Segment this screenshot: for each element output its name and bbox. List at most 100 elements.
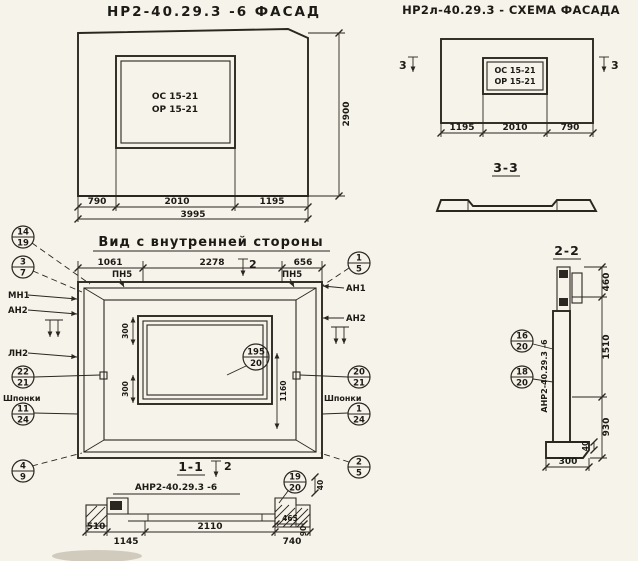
svg-text:21: 21 [353, 379, 365, 389]
interior-dim-top-left: 1061 [97, 258, 122, 268]
schema-window-mark-1: ОС 15-21 [494, 66, 535, 75]
svg-text:7: 7 [20, 269, 26, 279]
callout-195-20: 195 20 [242, 343, 270, 371]
scan-smudge [52, 550, 142, 561]
schema-dim-window: 2010 [502, 123, 527, 133]
section-3-3-title: 3-3 [493, 160, 519, 175]
callout-18-20: 18 20 [510, 365, 534, 389]
svg-text:16: 16 [516, 332, 528, 342]
facade-window-mark-2: ОР 15-21 [152, 105, 198, 115]
schema-dim-left: 1195 [449, 123, 474, 133]
svg-text:1: 1 [356, 405, 362, 415]
section-2-2-dim-930: 930 [602, 418, 612, 437]
facade-window-frame [120, 60, 231, 144]
interior-dim-top-mid: 2278 [199, 258, 224, 268]
svg-text:1: 1 [356, 254, 362, 264]
section-2-cut-marker-top: 2 [238, 258, 257, 276]
interior-window-frame-inner [146, 324, 264, 396]
facade-title: НР2-40.29.3 -6 ФАСАД [107, 4, 321, 20]
facade-dimension-lines [74, 29, 345, 223]
callout-1-5: 1 5 [347, 251, 371, 275]
section-1-cut-marker-right [331, 326, 349, 344]
facade-window-mark-1: ОС 15-21 [152, 92, 198, 102]
facade-dim-right: 1195 [259, 197, 284, 207]
dowel-key-left [99, 371, 108, 380]
label-shponki-right: Шпонки [324, 394, 361, 403]
svg-text:195: 195 [247, 348, 265, 358]
section-1-1-dim-90: 90 [299, 526, 308, 536]
callout-22-21: 22 21 [11, 365, 35, 389]
schema-section-marker-left: 3 [399, 56, 418, 72]
svg-text:18: 18 [516, 368, 528, 378]
callout-20-21: 20 21 [347, 365, 371, 389]
svg-text:19: 19 [17, 239, 29, 249]
svg-text:5: 5 [356, 265, 362, 275]
svg-text:11: 11 [17, 405, 29, 415]
section-2-2-panel-body [552, 310, 571, 443]
section-2-2-dim-300: 300 [559, 457, 578, 467]
svg-text:21: 21 [17, 379, 29, 389]
dowel-key-right [292, 371, 301, 380]
section-1-1-dim-40 [311, 473, 319, 497]
section-2-2-dimensions [542, 263, 607, 471]
interior-panel-frame [83, 287, 317, 453]
schema-panel-outline [440, 38, 594, 124]
schema-window-mark-2: ОР 15-21 [494, 77, 535, 86]
schema-section-marker-right: 3 [599, 56, 619, 72]
schema-title: НР2л-40.29.3 - СХЕМА ФАСАДА [402, 3, 620, 17]
section-2-2-dim-460: 460 [602, 273, 612, 292]
section-1-1-dim-510: 510 [87, 522, 106, 532]
label-an1: АН1 [346, 284, 366, 294]
label-an2-left: АН2 [8, 306, 28, 316]
schema-dimension-lines [437, 94, 597, 137]
section-1-1-label: АНР2-40.29.3 -6 [135, 483, 217, 493]
callout-19-20: 19 20 [283, 470, 307, 494]
facade-drawing: НР2-40.29.3 -6 ФАСАД ОС 15-21 ОР 15-21 7… [74, 4, 352, 223]
schema-dim-right: 790 [561, 123, 580, 133]
interior-window-opening [137, 315, 273, 405]
section-2-cut-marker-bottom: 2 [211, 460, 232, 477]
section-2-2-base [545, 441, 590, 459]
svg-text:20: 20 [289, 484, 301, 494]
schema-window-opening [482, 57, 548, 95]
svg-text:20: 20 [353, 368, 365, 378]
section-2-2-window-unit [556, 266, 583, 312]
section-1-1-dim-40-text: 40 [316, 480, 325, 490]
label-pn5-left: ПН5 [112, 270, 132, 280]
svg-text:24: 24 [17, 416, 29, 426]
section-2-2: 2-2 АНР2-40.29.3 -6 16 20 18 20 [510, 243, 612, 471]
label-mn1: МН1 [8, 291, 30, 301]
callout-3-7: 3 7 [11, 255, 35, 279]
svg-text:20: 20 [516, 379, 528, 389]
callout-11-24: 11 24 [11, 402, 35, 426]
interior-recess [103, 299, 297, 441]
svg-text:3: 3 [399, 59, 407, 72]
svg-text:14: 14 [17, 228, 29, 238]
section-1-1-dim-2110: 2110 [197, 522, 222, 532]
svg-text:20: 20 [250, 359, 262, 369]
svg-text:5: 5 [356, 469, 362, 479]
section-3-3-profile [435, 199, 598, 212]
section-2-2-title: 2-2 [554, 243, 580, 258]
interior-view: Вид с внутренней стороны 1061 2278 656 [3, 225, 371, 483]
svg-text:19: 19 [289, 473, 301, 483]
interior-dim-300-upper: 300 [121, 323, 130, 339]
facade-dim-window: 2010 [164, 197, 189, 207]
facade-dim-left: 790 [88, 197, 107, 207]
interior-title: Вид с внутренней стороны [98, 235, 323, 250]
interior-inner-dimensions [130, 317, 280, 429]
section-1-1-title: 1-1 [178, 459, 204, 474]
schema-window-frame [486, 61, 544, 91]
interior-dim-top-right: 656 [294, 258, 313, 268]
svg-text:2: 2 [224, 460, 232, 473]
svg-text:22: 22 [17, 368, 29, 378]
svg-text:2: 2 [249, 258, 257, 271]
facade-dim-height: 2900 [342, 101, 352, 126]
svg-text:9: 9 [20, 473, 26, 483]
section-1-1-dim-465: 465 [282, 514, 298, 523]
section-1-cut-marker-left [45, 319, 63, 337]
facade-dim-total: 3995 [180, 210, 205, 220]
callout-16-20: 16 20 [510, 329, 534, 353]
svg-text:3: 3 [20, 258, 26, 268]
label-shponki-left: Шпонки [3, 394, 40, 403]
